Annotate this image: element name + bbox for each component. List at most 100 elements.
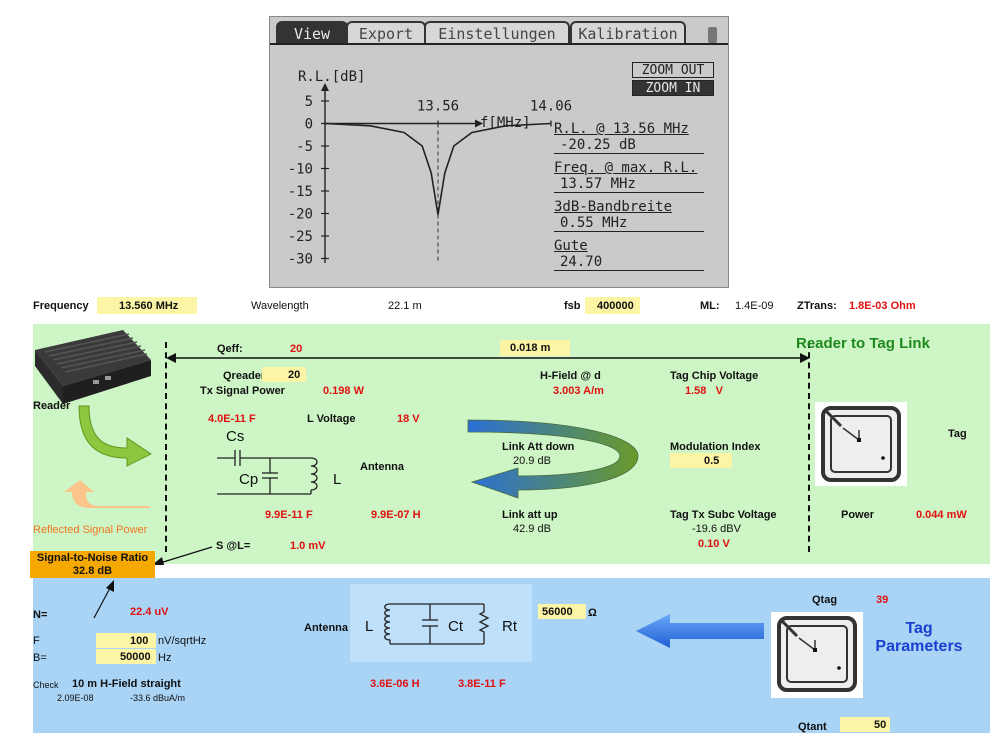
tab-divider (270, 43, 728, 45)
y-tick-label: -30 (288, 252, 313, 268)
tag-chip-voltage-value: 1.58 V (685, 385, 723, 397)
hfield-label: H-Field @ d (540, 370, 601, 382)
tag-parameters-title: Tag Parameters (875, 620, 963, 655)
reflected-signal-label: Reflected Signal Power (33, 524, 148, 536)
battery-icon (708, 27, 717, 43)
b-label: B= (33, 652, 47, 664)
zoom-in-button[interactable]: ZOOM IN (632, 80, 714, 96)
modulation-index-input[interactable]: 0.5 (670, 453, 732, 468)
qtant-label: Qtant (798, 721, 827, 733)
qtant-input[interactable]: 50 (840, 717, 890, 732)
f-input[interactable]: 100 (96, 633, 156, 648)
orange-arrow-icon (64, 480, 150, 508)
n-label: N= (33, 609, 48, 621)
lcd-screen: View Export Einstellungen Kalibration ZO… (269, 16, 729, 288)
check-value-2: -33.6 dBuA/m (130, 693, 186, 703)
s-label: S @L= (216, 540, 251, 552)
fsb-label: fsb (564, 300, 581, 312)
ml-value: 1.4E-09 (735, 300, 774, 312)
snr-pointer-arrow (152, 546, 213, 565)
cs-value: 4.0E-11 F (208, 413, 256, 425)
link-swoosh-arrow-icon (467, 419, 639, 499)
reader-device-icon (35, 330, 151, 404)
y-tick-label: -20 (288, 207, 313, 223)
tag-chip-voltage-label: Tag Chip Voltage (670, 370, 759, 382)
return-loss-curve (324, 122, 552, 216)
ztrans-value: 1.8E-03 Ohm (849, 300, 916, 312)
reader-boundary (165, 342, 167, 552)
reader-antenna-circuit (217, 450, 318, 495)
tag-chip-icon-blue (777, 616, 857, 692)
tag-boundary (808, 342, 810, 552)
cs-symbol: Cs (226, 428, 245, 445)
tag-tx-label: Tag Tx Subc Voltage (670, 509, 777, 521)
rt-symbol: Rt (502, 618, 517, 635)
qreader-label: Qreader (223, 370, 266, 382)
readout-label: Freq. @ max. R.L. (554, 160, 698, 176)
snr-label: Signal-to-Noise Ratio (36, 552, 149, 564)
x-axis-label: f[MHz] (480, 115, 531, 131)
y-tick-label: -25 (288, 229, 313, 245)
check-value-1: 2.09E-08 (57, 693, 94, 703)
cp-value: 9.9E-11 F (265, 509, 313, 521)
f-label: F (33, 635, 40, 647)
power-label: Power (841, 509, 875, 521)
ct-value: 3.8E-11 F (458, 678, 506, 690)
noise-pointer-arrow (93, 580, 114, 619)
readout-value: 0.55 MHz (554, 215, 704, 232)
tag-l-value: 3.6E-06 H (370, 678, 420, 690)
ztrans-label: ZTrans: (797, 300, 837, 312)
l-value: 9.9E-07 H (371, 509, 421, 521)
check-text: 10 m H-Field straight (72, 678, 181, 690)
power-value: 0.044 mW (916, 509, 967, 521)
tag-image (815, 402, 907, 486)
y-tick-label: -15 (288, 184, 313, 200)
readouts-panel: R.L. @ 13.56 MHz-20.25 dB Freq. @ max. R.… (554, 121, 714, 277)
wavelength-value: 22.1 m (388, 300, 422, 312)
ml-label: ML: (700, 300, 720, 312)
l-voltage-label: L Voltage (307, 413, 356, 425)
readout-value: -20.25 dB (554, 137, 704, 154)
x-tick-label: 14.06 (530, 99, 572, 115)
ct-symbol: Ct (448, 618, 463, 635)
rt-input[interactable]: 56000 (538, 604, 586, 619)
tab-einstellungen[interactable]: Einstellungen (424, 21, 570, 43)
cp-symbol: Cp (239, 471, 259, 488)
frequency-input[interactable]: 13.560 MHz (97, 297, 197, 314)
zoom-out-button[interactable]: ZOOM OUT (632, 62, 714, 78)
b-unit: Hz (158, 652, 172, 664)
reader-label: Reader (33, 400, 71, 412)
tag-l-symbol: L (365, 618, 374, 635)
snr-value: 32.8 dB (72, 565, 113, 577)
readout-value: 13.57 MHz (554, 176, 704, 193)
green-arrow-icon (78, 405, 152, 467)
qreader-input[interactable]: 20 (262, 367, 306, 382)
link-att-up-value: 42.9 dB (513, 523, 551, 535)
tag-image-blue (771, 612, 863, 698)
blue-arrow-icon (636, 614, 764, 648)
b-input[interactable]: 50000 (96, 649, 156, 664)
qeff-label: Qeff: (217, 343, 243, 355)
tx-power-label: Tx Signal Power (200, 385, 285, 397)
y-tick-label: 0 (305, 117, 313, 133)
f-unit: nV/sqrtHz (158, 635, 207, 647)
qtag-label: Qtag (812, 594, 838, 606)
y-tick-label: -10 (288, 162, 313, 178)
tag-label: Tag (948, 428, 967, 440)
distance-input[interactable]: 0.018 m (500, 340, 570, 356)
fsb-input[interactable]: 400000 (585, 297, 640, 314)
tag-antenna-circuit (384, 603, 490, 645)
tab-export[interactable]: Export (346, 21, 426, 43)
link-att-down-value: 20.9 dB (513, 455, 551, 467)
y-axis-label: R.L.[dB] (298, 69, 366, 85)
tab-kalibration[interactable]: Kalibration (570, 21, 686, 43)
tag-circuit-box (350, 584, 532, 662)
qtag-value: 39 (876, 594, 889, 606)
qeff-value: 20 (290, 343, 303, 355)
tag-tx-dbv: -19.6 dBV (692, 523, 741, 535)
check-label: Check (33, 680, 59, 690)
link-att-down-label: Link Att down (502, 441, 575, 453)
readout-label: R.L. @ 13.56 MHz (554, 121, 689, 137)
antenna-label: Antenna (360, 461, 404, 473)
